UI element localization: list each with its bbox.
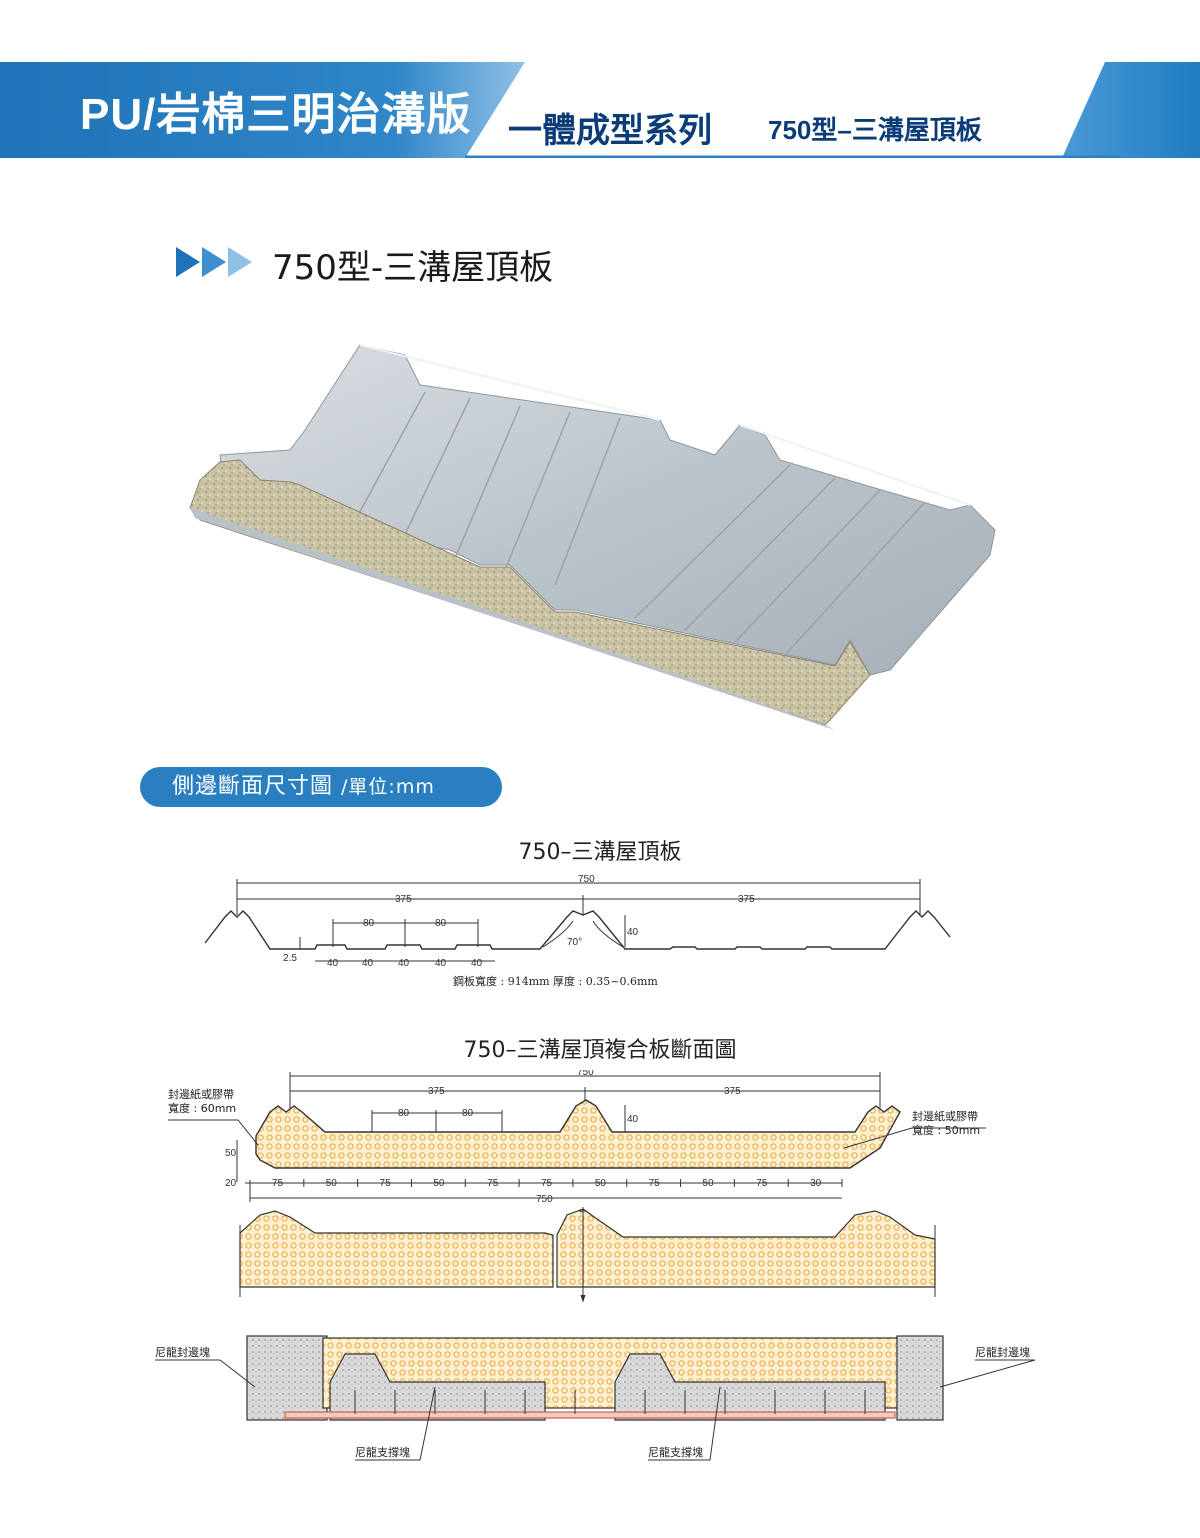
dim-375-right: 375 [738, 894, 755, 905]
callout-right-line2: 寬度 : 50mm [912, 1124, 981, 1137]
callout-right: 封邊紙或膠帶 寬度 : 50mm [912, 1110, 980, 1138]
composite-drawing-title: 750–三溝屋頂複合板斷面圖 [463, 1038, 737, 1063]
dim-40-height: 40 [627, 927, 639, 938]
section-label-unit: /單位:mm [341, 776, 435, 798]
triple-triangle-arrow-icon [176, 247, 252, 277]
support-right-label: 尼龍支撐塊 [648, 1446, 703, 1459]
comp-dim-bottom-seg: 75 [380, 1178, 392, 1189]
comp-dim-bottom-seg: 50 [702, 1178, 714, 1189]
comp-dim-80-a: 80 [398, 1108, 410, 1119]
roof-panel-illustration [189, 344, 996, 730]
dim-angle: 70° [567, 937, 582, 948]
comp-dim-bottom-seg: 75 [487, 1178, 499, 1189]
composite-section-drawing: 750 375 375 80 80 40 50 20 75 50 75 50 75 75 5… [225, 1070, 901, 1205]
edge-block-left-label: 尼龍封邊塊 [155, 1346, 210, 1359]
dim-2-5: 2.5 [283, 953, 297, 964]
comp-dim-bottom-seg: 30 [810, 1178, 822, 1189]
comp-dim-750-bottom: 750 [536, 1194, 553, 1205]
section-label: 側邊斷面尺寸圖 /單位:mm [140, 767, 502, 807]
dim-750: 750 [578, 875, 595, 885]
comp-dim-bottom-seg: 50 [326, 1178, 338, 1189]
comp-dim-80-b: 80 [462, 1108, 474, 1119]
callout-right-line1: 封邊紙或膠帶 [912, 1110, 978, 1123]
dim-40-seg3: 40 [398, 958, 410, 969]
comp-dim-bottom-seg: 75 [541, 1178, 553, 1189]
edge-block-right-label: 尼龍封邊塊 [975, 1346, 1030, 1359]
profile-drawing: 750 375 375 80 80 40 70° 2.5 40 40 40 40… [204, 875, 951, 988]
header-banner [0, 62, 1200, 158]
dim-40-seg4: 40 [435, 958, 447, 969]
dim-80-b: 80 [435, 918, 447, 929]
joined-panels-drawing [239, 1207, 936, 1303]
comp-dim-20: 20 [225, 1178, 237, 1189]
comp-dim-375-left: 375 [428, 1086, 445, 1097]
callout-left-line2: 寬度 : 60mm [168, 1102, 237, 1115]
section-label-text: 側邊斷面尺寸圖 [172, 774, 334, 799]
profile-drawing-title: 750–三溝屋頂板 [518, 840, 682, 865]
dim-40-seg1: 40 [327, 958, 339, 969]
header-left-title: PU/岩棉三明治溝版 [80, 90, 472, 139]
comp-dim-bottom-seg: 75 [756, 1178, 768, 1189]
callout-left-line1: 封邊紙或膠帶 [168, 1088, 234, 1101]
comp-dim-bottom-seg: 75 [272, 1178, 284, 1189]
comp-dim-40: 40 [627, 1114, 639, 1125]
dim-40-seg2: 40 [362, 958, 374, 969]
comp-dim-750: 750 [577, 1070, 594, 1078]
comp-dim-bottom-seg: 50 [595, 1178, 607, 1189]
edge-block-leader-lines [155, 1359, 1036, 1461]
header-right-subtitle: 750型–三溝屋頂板 [768, 115, 982, 145]
comp-dim-50: 50 [225, 1148, 237, 1159]
header-right-title: 一體成型系列 [508, 112, 712, 150]
edge-block-drawing [246, 1335, 944, 1421]
comp-dim-bottom-seg: 75 [649, 1178, 661, 1189]
dim-80-a: 80 [363, 918, 375, 929]
product-heading: 750型-三溝屋頂板 [272, 248, 554, 288]
callout-left: 封邊紙或膠帶 寬度 : 60mm [168, 1088, 236, 1116]
support-left-label: 尼龍支撐塊 [355, 1446, 410, 1459]
dim-375-left: 375 [395, 894, 412, 905]
profile-note: 鋼板寬度 : 914mm 厚度 : 0.35~0.6mm [453, 974, 658, 988]
callout-leader-lines [168, 1119, 986, 1149]
dim-40-seg5: 40 [471, 958, 483, 969]
comp-dim-bottom-seg: 50 [433, 1178, 445, 1189]
comp-dim-375-right: 375 [724, 1086, 741, 1097]
